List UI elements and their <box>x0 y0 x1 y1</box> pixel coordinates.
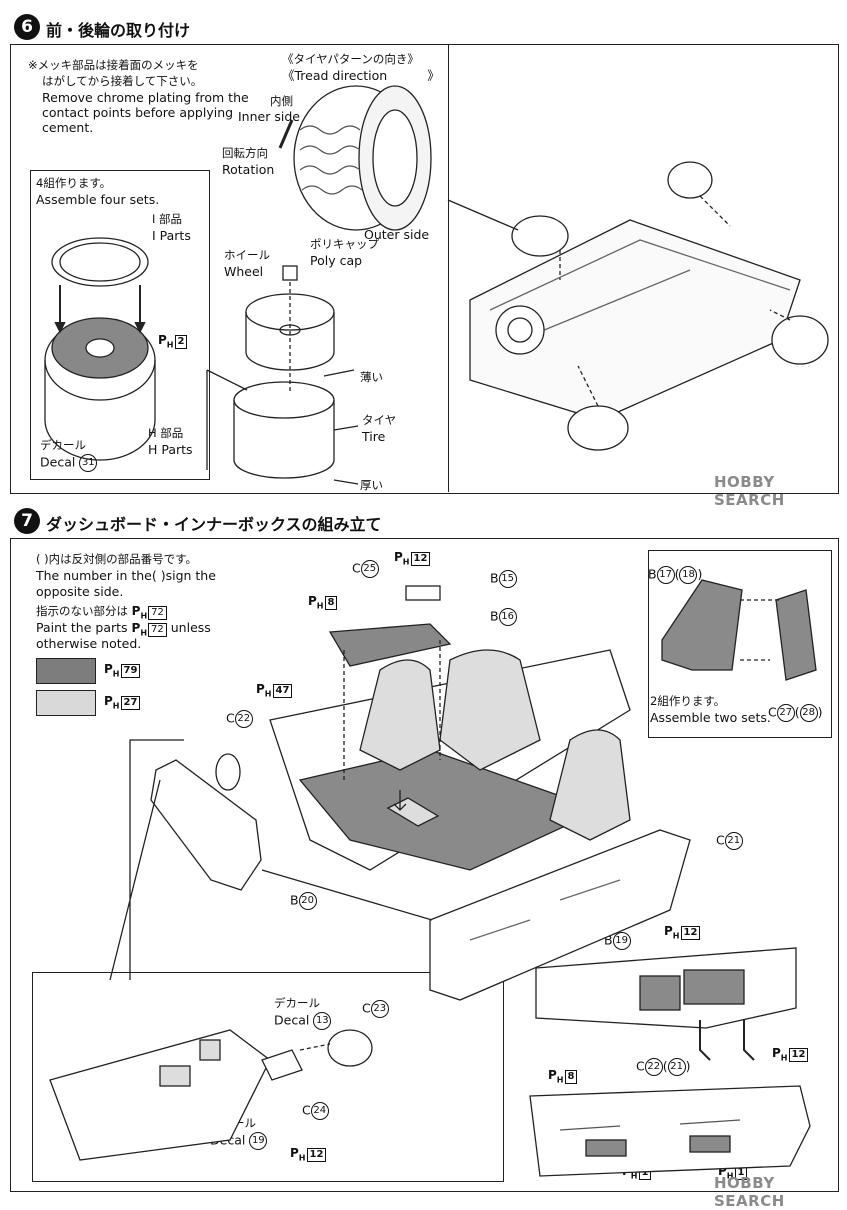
decal-31-en: Decal 31 <box>40 454 98 472</box>
thick-label: 厚い <box>360 478 383 492</box>
wheel-jp: ホイール <box>224 248 270 262</box>
paint-note-en-2: otherwise noted. <box>36 636 142 651</box>
step-6-number: 6 <box>14 14 40 40</box>
i-parts-en: I Parts <box>152 228 191 243</box>
rim-drawing <box>44 237 156 461</box>
h-parts-en: H Parts <box>148 442 193 457</box>
seat-subbox <box>648 550 832 738</box>
outer-side-en: Outer side <box>364 227 430 242</box>
seat-part-drawing <box>661 579 817 681</box>
rotation-en: Rotation <box>222 162 275 177</box>
swatch-light <box>36 690 96 716</box>
watermark-top: HOBBY SEARCH <box>714 473 785 509</box>
tread-tire-drawing <box>278 85 432 231</box>
wheel-en: Wheel <box>224 264 264 279</box>
dashboard-drawing <box>109 739 262 981</box>
seats-drawing <box>328 585 631 841</box>
door-small-drawing <box>529 1085 811 1177</box>
paren-note-en-2: opposite side. <box>36 584 124 599</box>
chrome-note-en-3: cement. <box>42 120 94 135</box>
four-sets-jp: 4組作ります。 <box>36 176 112 190</box>
step-6-divider <box>448 44 449 492</box>
dash-small-drawing <box>535 947 797 1061</box>
polycap-jp: ポリキャップ <box>310 237 379 251</box>
chrome-note-en-2: contact points before applying <box>42 105 234 120</box>
chrome-note-jp-1: ※メッキ部品は接着面のメッキを <box>28 58 199 72</box>
step-6-subbox <box>30 170 210 480</box>
tread-direction-en: 《Tread direction》 <box>282 68 440 83</box>
decal-13-jp: デカール <box>274 996 320 1010</box>
step-6-title: 前・後輪の取り付け <box>46 21 191 40</box>
tire-jp: タイヤ <box>362 413 397 427</box>
decal-31-jp: デカール <box>40 438 86 452</box>
dashboard-subbox <box>32 972 504 1182</box>
interior-tub-drawing <box>269 649 631 871</box>
tire-en: Tire <box>362 429 386 444</box>
wheel-assembly-drawing <box>206 265 359 485</box>
tread-direction-jp: 《タイヤパターンの向き》 <box>282 52 419 66</box>
decal-13-en: Decal 13 <box>274 1012 332 1030</box>
chrome-note-en-1: Remove chrome plating from the <box>42 90 249 105</box>
polycap-en: Poly cap <box>310 253 363 268</box>
door-panel-drawing <box>261 829 691 1001</box>
h-parts-jp: H 部品 <box>148 426 184 440</box>
step-6-frame <box>10 44 839 494</box>
dashboard-detail-drawing <box>49 1029 373 1161</box>
inner-side-jp: 内側 <box>270 94 293 108</box>
four-sets-en: Assemble four sets. <box>36 192 160 207</box>
step-7-number: 7 <box>14 508 40 534</box>
rotation-jp: 回転方向 <box>222 146 268 160</box>
two-sets-en: Assemble two sets. <box>650 710 771 725</box>
paren-note-en-1: The number in the( )sign the <box>36 568 216 583</box>
thin-label: 薄い <box>360 370 383 384</box>
paren-note-jp: ( )内は反対側の部品番号です。 <box>36 552 197 566</box>
swatch-dark <box>36 658 96 684</box>
two-sets-jp: 2組作ります。 <box>650 694 726 708</box>
step-7-title: ダッシュボード・インナーボックスの組み立て <box>46 515 382 534</box>
chassis-drawing <box>447 161 829 451</box>
i-parts-jp: I 部品 <box>152 212 183 226</box>
step-7-frame <box>10 538 839 1192</box>
chrome-note-jp-2: はがしてから接着して下さい。 <box>42 74 203 88</box>
inner-side-en: Inner side <box>238 109 300 124</box>
